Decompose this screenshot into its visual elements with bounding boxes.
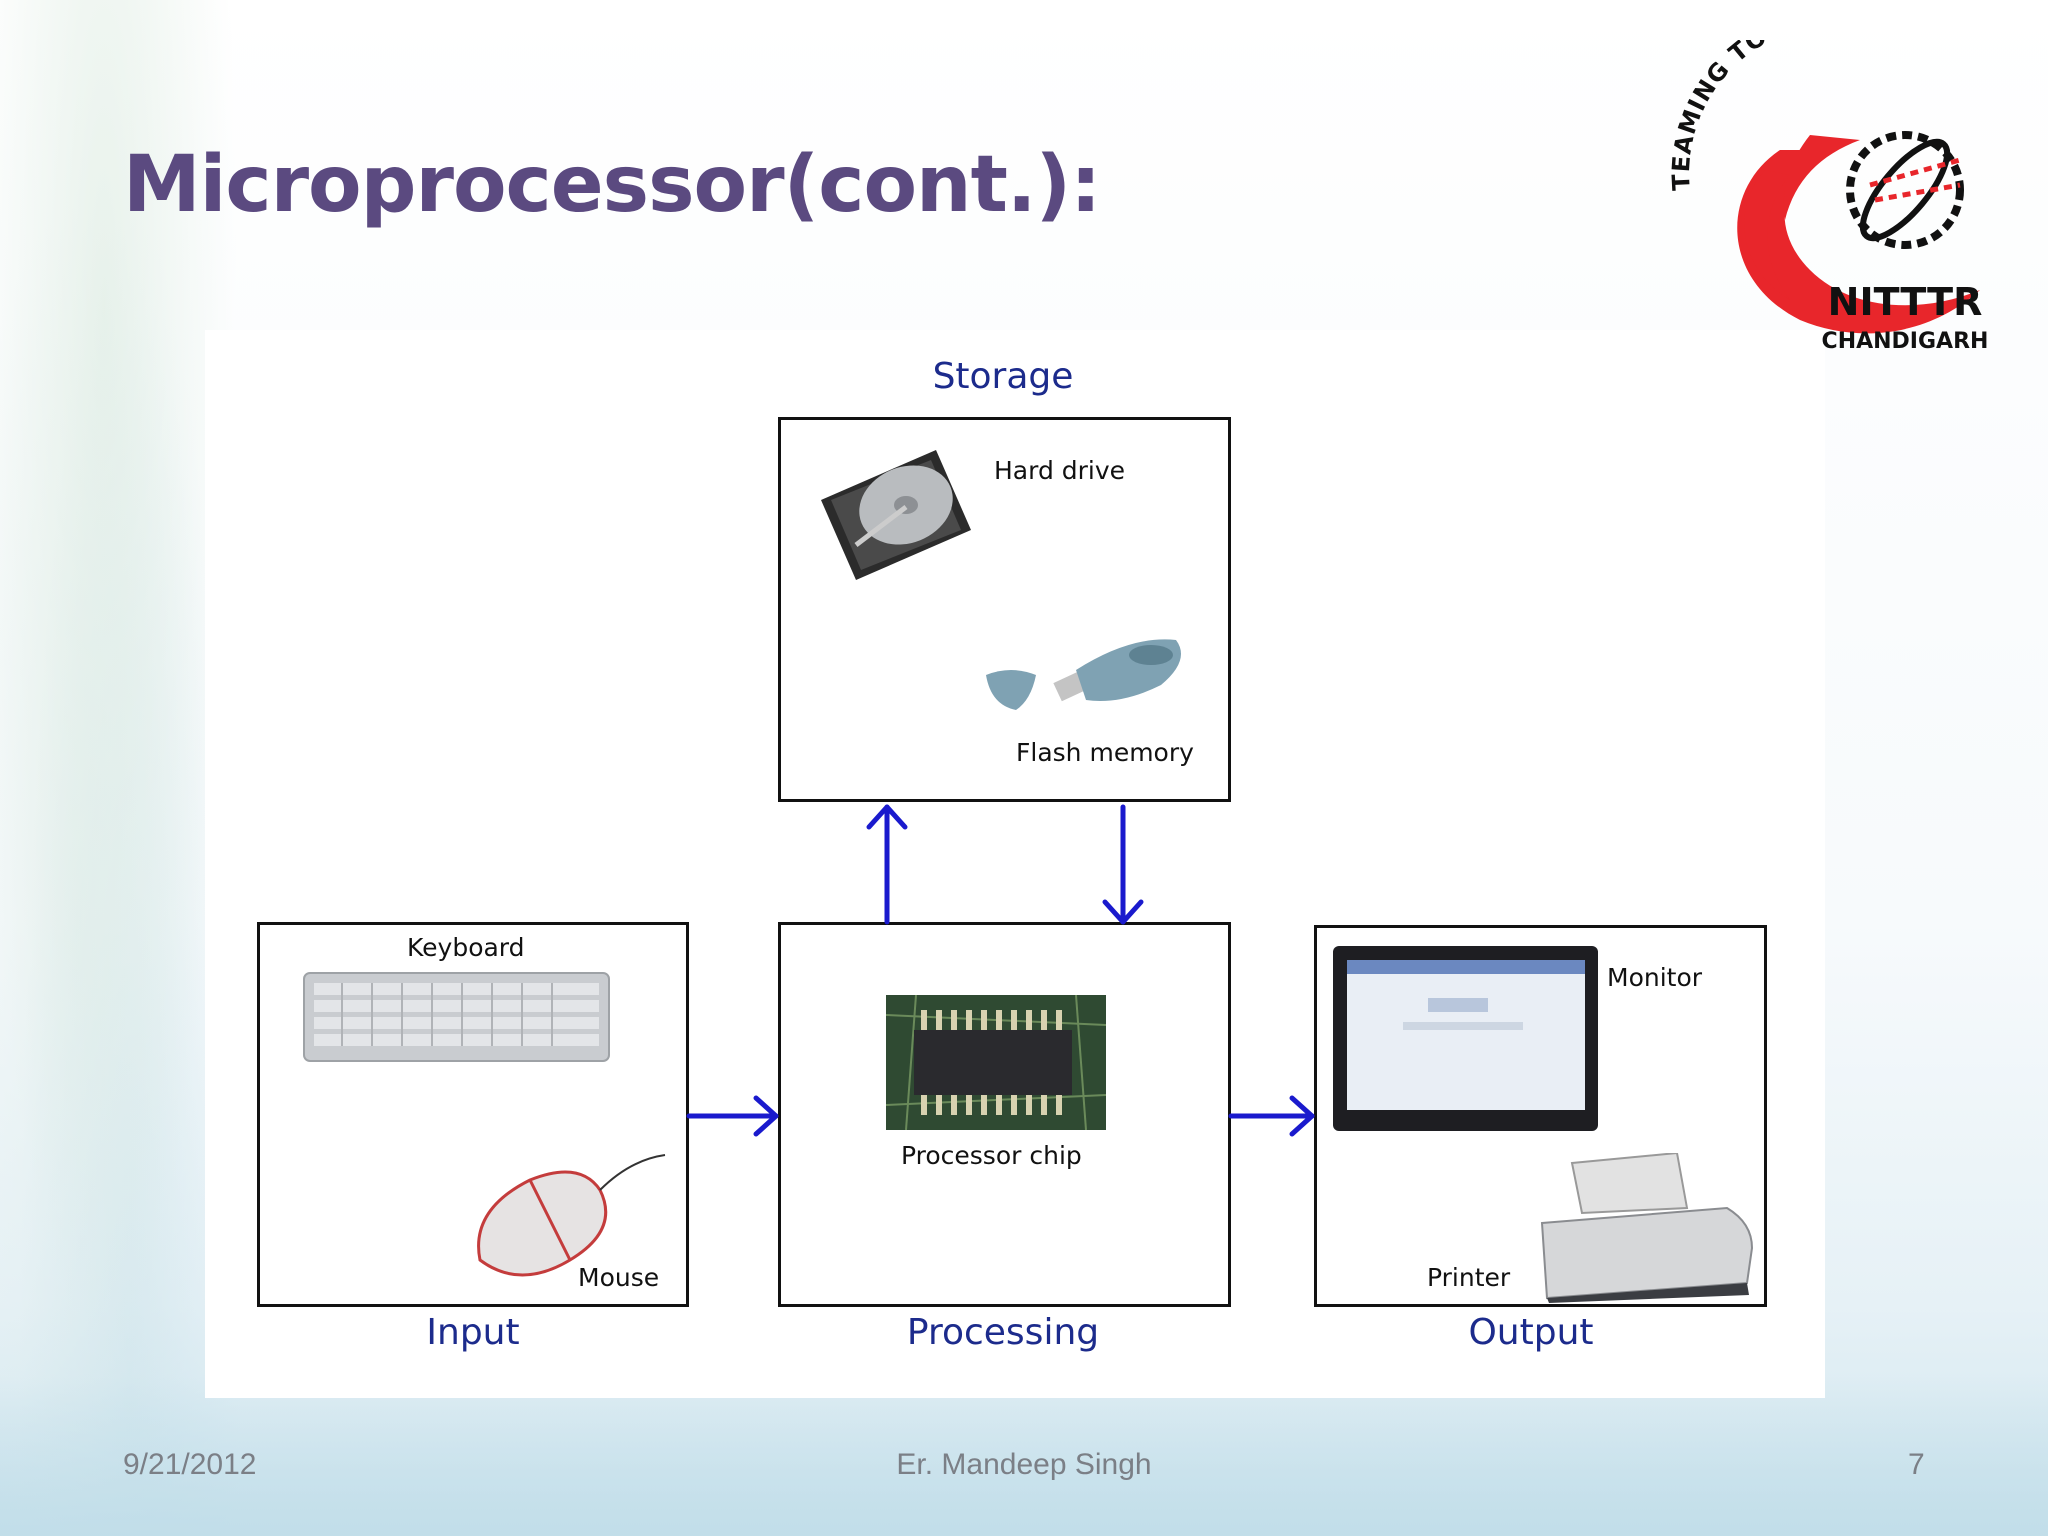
logo-city: CHANDIGARH: [1822, 329, 1989, 354]
printer-label: Printer: [1427, 1263, 1511, 1292]
monitor-icon: [1333, 946, 1598, 1131]
logo-name: NITTTR: [1828, 280, 1983, 324]
processing-title: Processing: [906, 1312, 1100, 1353]
input-title: Input: [426, 1312, 520, 1353]
keyboard-icon: [303, 972, 610, 1062]
computer-system-diagram: Storage Hard drive Flash memory Keyboard: [205, 330, 1825, 1398]
background-decoration-bottom: [0, 1376, 2048, 1536]
nitttr-logo: TEAMING TOGETHER NITTTR CHANDIGARH: [1667, 40, 1989, 354]
keyboard-label: Keyboard: [407, 933, 525, 962]
slide-title: Microprocessor(cont.):: [123, 140, 1101, 230]
arrow-storage-to-processing: [1102, 804, 1144, 925]
processor-chip-icon: [886, 995, 1106, 1130]
printer-icon: [1540, 1153, 1754, 1303]
footer-date: 9/21/2012: [123, 1448, 257, 1481]
arrow-input-to-processing: [686, 1095, 779, 1137]
arrow-processing-to-storage: [866, 804, 908, 925]
flash-memory-icon: [986, 639, 1181, 710]
monitor-label: Monitor: [1607, 963, 1703, 992]
processor-chip-label: Processor chip: [901, 1141, 1082, 1170]
storage-box: Hard drive Flash memory: [778, 417, 1231, 802]
input-box: Keyboard Mouse: [257, 922, 689, 1307]
processing-box: Processor chip: [778, 922, 1231, 1307]
arrow-processing-to-output: [1228, 1095, 1315, 1137]
hard-drive-label: Hard drive: [994, 456, 1126, 485]
storage-title: Storage: [932, 356, 1074, 397]
mouse-icon: [477, 1154, 666, 1277]
mouse-label: Mouse: [578, 1263, 660, 1292]
output-title: Output: [1468, 1312, 1594, 1353]
flash-memory-label: Flash memory: [1016, 738, 1194, 767]
footer-author: Er. Mandeep Singh: [896, 1448, 1152, 1481]
output-box: Monitor Printer: [1314, 925, 1767, 1307]
hard-drive-icon: [821, 450, 971, 580]
footer-page-number: 7: [1908, 1448, 1925, 1481]
